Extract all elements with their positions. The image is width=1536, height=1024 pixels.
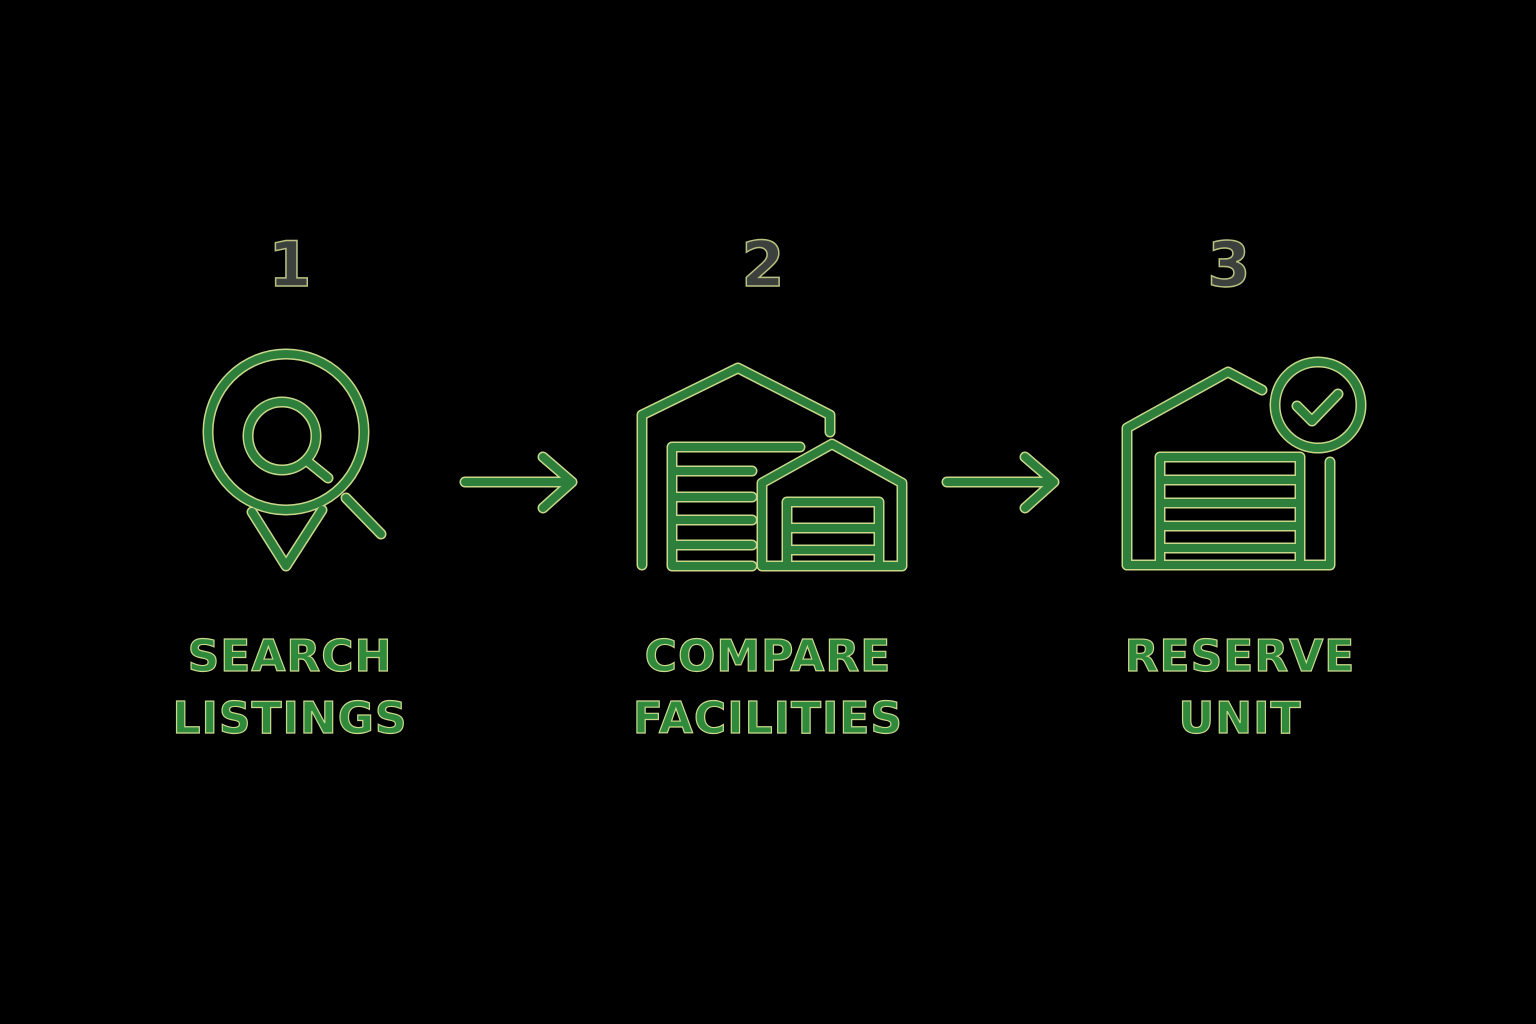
step-1-label-line1: SEARCH	[187, 630, 393, 682]
step-3-label-line2: UNIT	[1178, 692, 1302, 744]
step-2-label-line2: FACILITIES	[632, 692, 904, 744]
step-3-label: RESERVE UNIT	[1060, 626, 1420, 750]
step-2-label: COMPARE FACILITIES	[588, 626, 948, 750]
location-search-icon	[208, 354, 381, 566]
arrow-right-icon	[465, 457, 572, 508]
arrow-right-icon	[947, 457, 1054, 508]
step-1-label-line2: LISTINGS	[172, 692, 408, 744]
step-1-label: SEARCH LISTINGS	[110, 626, 470, 750]
step-3-number: 3	[1207, 227, 1252, 302]
step-3-label-line1: RESERVE	[1124, 630, 1356, 682]
storage-facilities-icon	[642, 368, 902, 566]
step-1-number: 1	[268, 227, 313, 302]
step-2-label-line1: COMPARE	[644, 630, 892, 682]
step-2-number: 2	[741, 227, 786, 302]
storage-unit-check-icon	[1127, 362, 1361, 565]
